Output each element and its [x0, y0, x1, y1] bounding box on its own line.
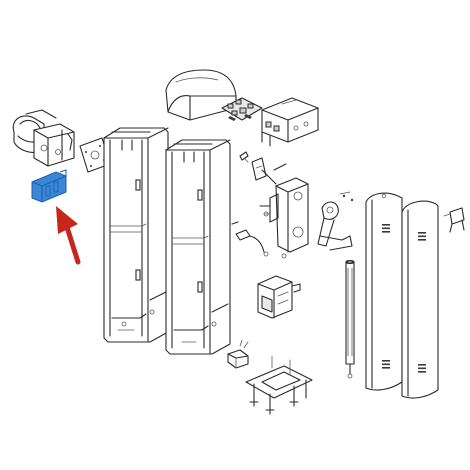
side-panel-right — [401, 200, 439, 399]
screw — [239, 151, 249, 163]
highlighted-part[interactable] — [31, 169, 67, 203]
motor-bracket-assembly — [12, 109, 75, 167]
bar-holder-bracket — [443, 207, 465, 233]
control-board — [221, 97, 263, 121]
gear-motor — [251, 157, 309, 259]
pointer-arrow — [56, 206, 81, 265]
cable-connector — [231, 221, 269, 257]
transformer — [257, 275, 301, 319]
foundation-plate — [245, 355, 313, 415]
electronic-box — [261, 97, 319, 147]
cabinet-column-right — [165, 139, 231, 355]
side-panel-left — [365, 192, 403, 391]
balance-spring — [345, 259, 355, 379]
balancing-arm — [317, 191, 354, 251]
cabinet-column-left — [103, 127, 169, 343]
top-cover — [165, 69, 237, 121]
capacitor — [227, 339, 249, 369]
